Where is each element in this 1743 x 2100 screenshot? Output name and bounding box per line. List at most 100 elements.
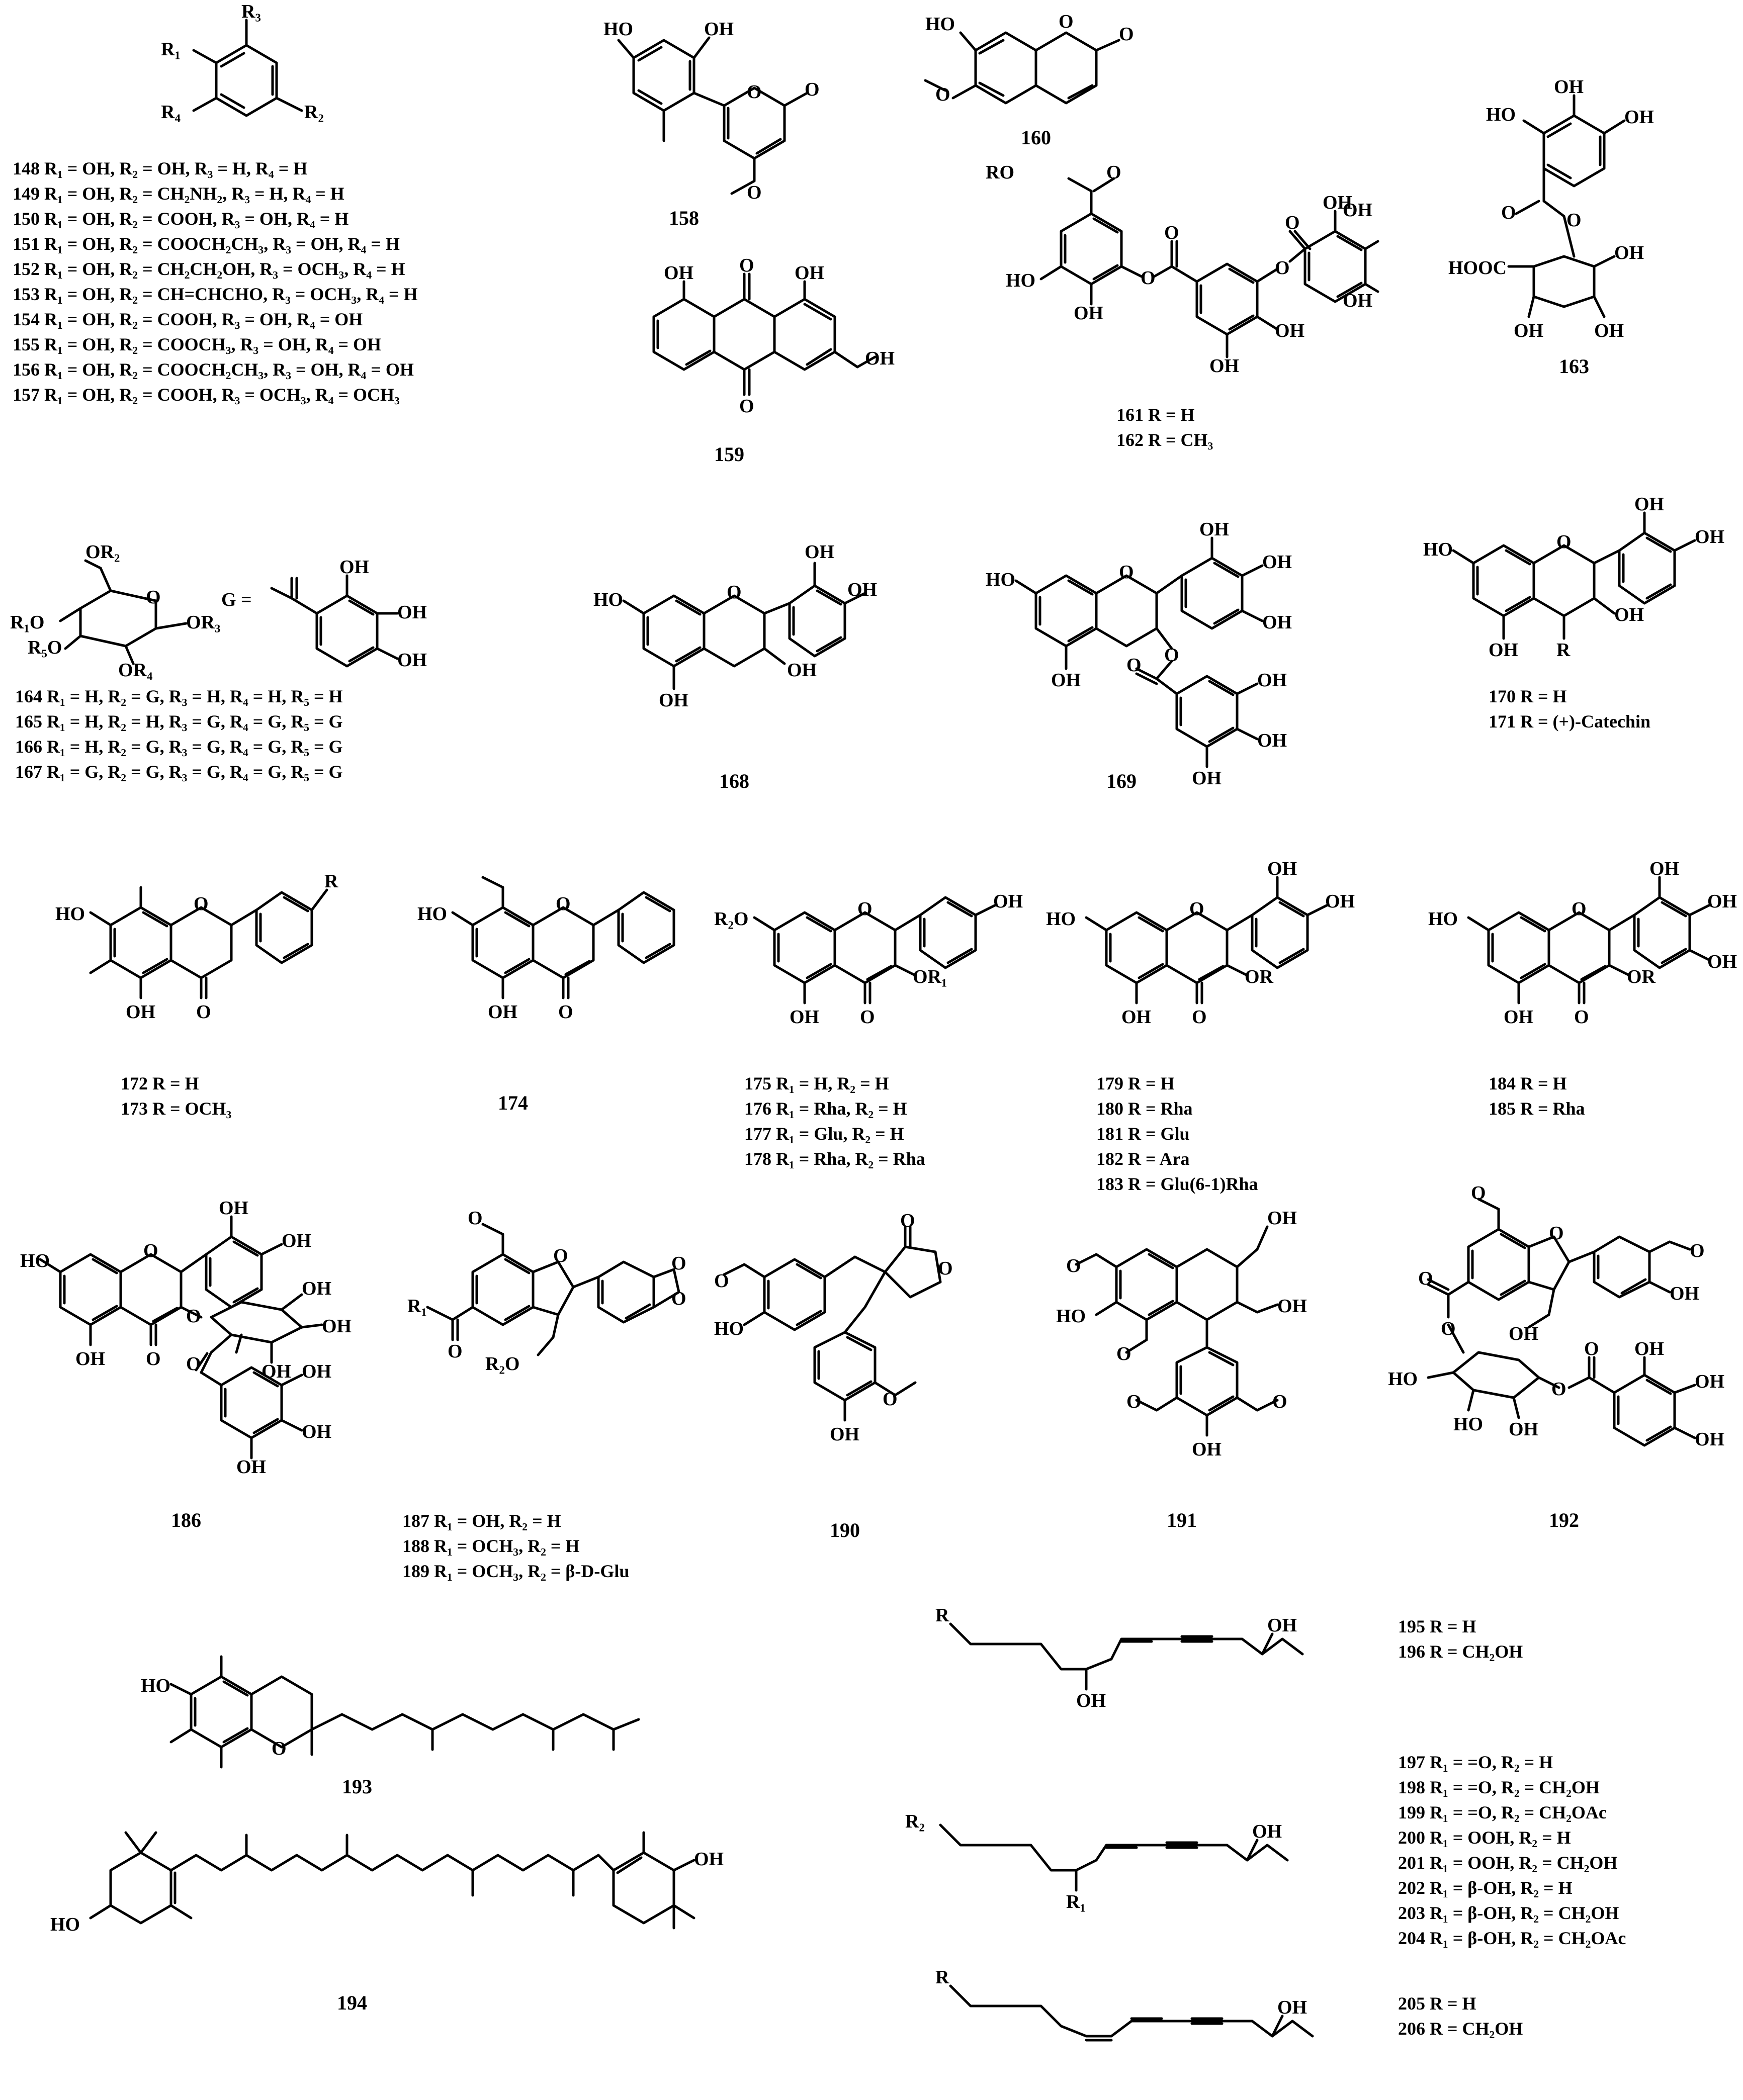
label-oh: HO [714,1318,744,1339]
structure-195-196-drawing: R OH OH [935,1605,1304,1711]
label-oh: HO [417,903,447,925]
label-r: R [1556,640,1571,661]
label-oh: HO [1486,104,1516,125]
compound-number-190: 190 [830,1519,860,1541]
label-oh: OH [1192,768,1222,789]
structure-161-162: RO O HO OH O O OH OH O O OH OH OH 161 R … [981,161,1383,452]
label-oh: OH [1707,891,1737,912]
structure-168: HO O OH OH OH OH 168 [593,523,877,804]
label-oh: HO [1388,1368,1418,1390]
label-o: O [1690,1240,1705,1261]
label-o: O [468,1208,483,1229]
structure-159: OH O OH O OH 159 [614,255,895,473]
structure-193: HO O 193 [141,1649,644,1800]
structure-184-185-drawing: HO O OH O OR OH OH OH [1428,858,1737,1028]
label-o: O [1501,202,1516,223]
label-oh: OH [790,1007,819,1028]
substituent-list-170-171: 170 R = H 171 R = (+)-Catechin [1489,686,1650,732]
label-oh: HO [55,903,85,925]
label-o: O [1556,531,1572,553]
label-o: O [1584,1338,1599,1359]
label-o: O [1418,1268,1433,1289]
label-oh: OH [1257,730,1287,751]
structure-161-162-drawing: RO O HO OH O O OH OH O O OH OH OH [986,162,1379,377]
structure-194: HO OH 194 [50,1810,754,2021]
compound-number-163: 163 [1559,355,1589,378]
label-r2: R₂ [304,102,324,123]
label-oh: OH [1514,320,1543,341]
label-o: O [1141,267,1156,289]
structure-205-206-drawing: R OH [935,1967,1314,2042]
structure-159-drawing: OH O OH O OH [652,255,895,417]
label-o: O [1566,210,1582,231]
structure-175-178-drawing: R₂O O OH O OR₁ OH [714,891,1023,1028]
label-oh: OH [1649,858,1679,879]
label-oh: OH [282,1230,311,1251]
label-oh: OH [664,262,693,284]
label-or1: OR₁ [913,966,947,987]
label-or2: OR₂ [85,541,120,563]
substituent-list-187-189: 187 R₁ = OH, R₂ = H 188 R₁ = OCH₃, R₂ = … [402,1511,630,1581]
substituent-list-175-178: 175 R₁ = H, R₂ = H 176 R₁ = Rha, R₂ = H … [744,1073,925,1169]
compound-number-194: 194 [337,1991,367,2014]
structure-158-drawing: HO OH O O O [603,19,820,203]
structure-179-183: HO O OH O OR OH OH 179 R = H 180 R = Rha… [1046,855,1355,1197]
label-o: O [727,582,742,603]
label-r: R [935,1967,949,1988]
label-or: OR [1245,966,1274,987]
label-oh: HO [1006,270,1035,291]
label-oh: OH [1209,355,1239,377]
structure-164-167-drawing: OR₂ O OR₃ R₁O R₅O OR₄ G = OH OH OH [10,541,427,681]
label-o: O [900,1210,915,1231]
structure-186: HO O OH O OH OH O OH OH OH O OH OH OH 18… [20,1197,382,1548]
label-o: O [1471,1182,1486,1204]
compound-number-186: 186 [171,1509,201,1531]
label-oh: OH [1489,640,1518,661]
label-oh: HO [925,14,955,35]
label-o: O [1106,162,1121,183]
label-oh: HO [986,569,1015,590]
label-o: O [1126,1391,1142,1412]
label-o: O [1059,11,1074,32]
structure-172-173: HO O OH O R 172 R = H 173 R = OCH₃ [50,870,352,1131]
label-o: O [194,893,209,915]
label-oh: OH [1267,1208,1297,1229]
label-o: O [860,1007,875,1028]
label-oh: OH [302,1361,331,1382]
label-oh: OH [694,1849,724,1870]
label-oh: OH [1257,670,1287,691]
structure-197-204: R₂ R₁ OH [900,1800,1313,1931]
label-oh: OH [1325,891,1355,912]
label-r3: R₃ [241,1,261,22]
label-o: O [186,1353,201,1375]
structure-187-189: R₁ O O O O R₂O O 187 R₁ = OH, R₂ = H 188… [387,1207,699,1581]
label-oh: OH [1051,670,1081,691]
label-or: OR [1627,966,1656,987]
compound-number-159: 159 [714,443,744,466]
structure-172-173-drawing: HO O OH O R [55,871,338,1023]
label-oh: OH [1614,242,1644,263]
label-oh: OH [1554,76,1584,98]
label-o: O [747,81,762,103]
label-o: O [553,1245,568,1266]
label-r2: R₂ [905,1811,925,1832]
label-oh: OH [1121,1007,1151,1028]
label-o: O [556,893,571,915]
label-o: O [747,182,762,203]
label-oh: OH [787,660,817,681]
label-oh: OH [236,1456,266,1478]
label-oh: OH [1343,290,1372,311]
label-o: O [938,1258,953,1279]
label-oh: OH [1074,303,1103,324]
structure-170-171: HO O OH OH R OH OH 170 R = H 171 R = (+)… [1423,494,1735,739]
label-o: O [1189,898,1204,920]
substituent-list-184-185: 184 R = H 185 R = Rha [1489,1073,1585,1119]
structure-192: O O O OH OH O O HO HO OH O O OH OH OH 19… [1378,1182,1740,1548]
structure-168-drawing: HO O OH OH OH OH [593,541,877,711]
label-o: O [805,79,820,100]
substituent-list-161-162: 161 R = H 162 R = CH₃ [1116,405,1213,450]
label-r1: R₁ [407,1296,427,1317]
label-r1o: R₁O [10,612,44,633]
label-o: O [1285,212,1300,233]
label-o: O [1116,1343,1131,1364]
